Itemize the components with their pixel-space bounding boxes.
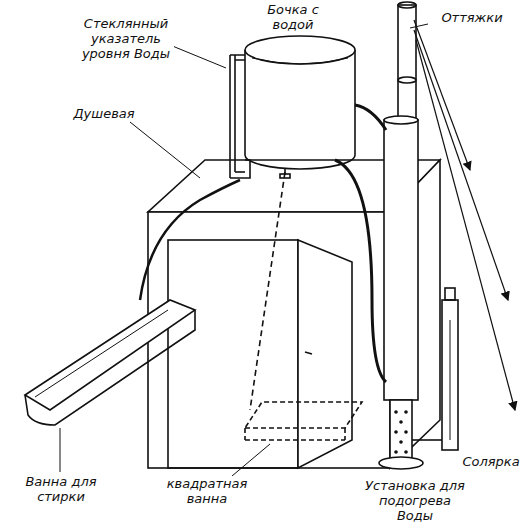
part-label: Ванна для стирки (14, 474, 108, 504)
part-label: Оттяжки (430, 10, 514, 25)
part-label: Солярка (457, 454, 525, 469)
part-label: Душевая (62, 106, 146, 121)
part-label: Бочка с водой (255, 2, 331, 32)
part-label: квадратная ванна (160, 476, 254, 506)
part-label: Стеклянный указатель уровня Воды (78, 16, 174, 61)
part-label: Установка для подогрева Воды (360, 478, 470, 523)
